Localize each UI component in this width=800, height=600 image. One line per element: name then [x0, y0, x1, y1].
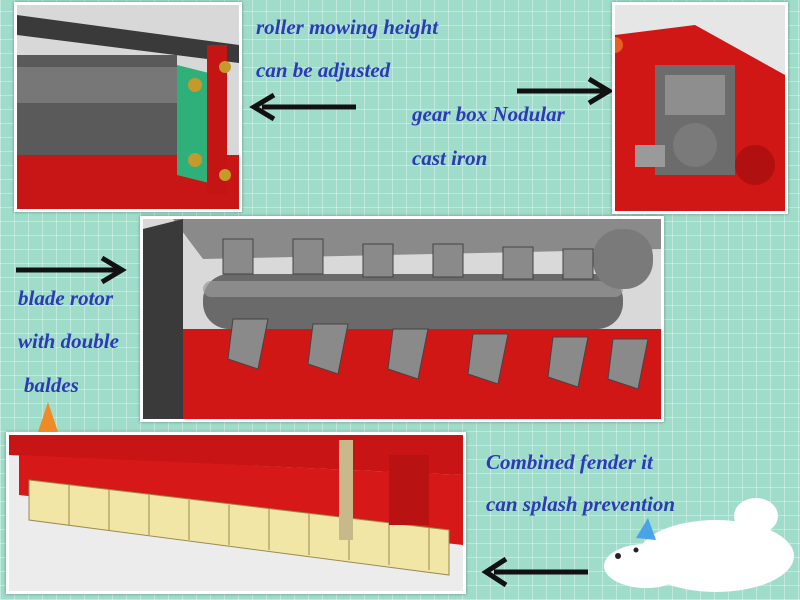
- gearbox-caption-line2: cast iron: [412, 146, 488, 170]
- roller-bolt: [219, 61, 231, 73]
- fender-caption-line1: Combined fender it: [486, 450, 653, 474]
- roller-bolt: [188, 78, 202, 92]
- roller-caption-line1: roller mowing height: [256, 15, 439, 39]
- fender-support-rod: [339, 440, 353, 540]
- arrow-left-icon: [480, 555, 590, 589]
- fender-photo-panel: [6, 432, 466, 594]
- fender-illustration: [9, 435, 463, 591]
- rotor-caption-line1: blade rotor: [18, 286, 114, 310]
- gearbox-illustration: [615, 5, 785, 211]
- gearbox-photo-panel: [612, 2, 788, 214]
- roller-frame-bar: [17, 15, 239, 63]
- polar-bear-icon: [596, 486, 796, 596]
- rotor-photo-panel: [140, 216, 664, 422]
- roller-illustration: [17, 5, 239, 209]
- roller-bolt: [188, 153, 202, 167]
- fender-flap: [28, 479, 450, 576]
- arrow-left-icon: [248, 92, 358, 122]
- traffic-cone-icon: [36, 402, 60, 432]
- arrow-right-icon: [14, 255, 129, 285]
- gearbox-shaft: [635, 145, 665, 167]
- gearbox-caption-line1: gear box Nodular: [412, 102, 565, 126]
- roller-photo-panel: [14, 2, 242, 212]
- rotor-illustration: [143, 219, 661, 419]
- arrow-right-icon: [515, 76, 615, 106]
- fender-caption-line2: can splash prevention: [486, 492, 676, 516]
- rotor-caption-line3: baldes: [24, 373, 79, 397]
- rotor-blades: [222, 238, 649, 390]
- roller-caption-line2: can be adjusted: [256, 58, 391, 82]
- roller-bolt: [219, 169, 231, 181]
- rotor-caption-line2: with double: [18, 329, 119, 353]
